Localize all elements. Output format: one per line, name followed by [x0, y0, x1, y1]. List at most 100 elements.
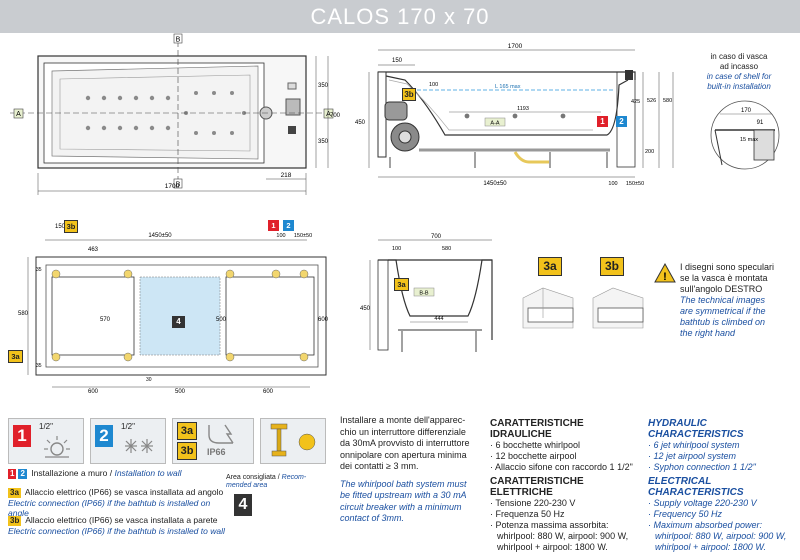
- icon-card-leg: [260, 418, 326, 464]
- builtin-detail-drawing: 170 91 15 max: [710, 100, 780, 170]
- badge-3a-section: 3a: [394, 278, 409, 291]
- warning-text: I disegni sono speculari se la vasca è m…: [680, 262, 795, 339]
- hydraulic-en-item-2: · 12 jet airpool system: [648, 451, 737, 461]
- builtin-it-1: in caso di vasca: [710, 52, 768, 61]
- builtin-dim-91: 91: [757, 120, 764, 126]
- safety-it-4: onnipolare con apertura minima: [340, 449, 467, 460]
- warning-en-4: the right hand: [680, 328, 736, 338]
- hydraulic-en-title: HYDRAULIC CHARACTERISTICS: [648, 418, 744, 440]
- top-marker-a-left: A: [16, 111, 21, 118]
- badge-2-frame: 2: [283, 220, 294, 231]
- half-inch-1: 1/2": [39, 422, 53, 431]
- aa-dim-526: 526: [647, 98, 656, 104]
- electric-it-title: CARATTERISTICHE ELETTRICHE: [490, 476, 584, 498]
- legend-row3-en: Electric connection (IP66) if the bathtu…: [8, 526, 225, 536]
- frame-dim-600: 600: [318, 317, 329, 323]
- legend-row1-it: Installazione a muro /: [31, 468, 113, 478]
- recommended-area-legend: Area consigliata / Recom- mended area 4: [226, 474, 326, 520]
- badge-3b-card: 3b: [177, 442, 197, 460]
- legend-row-wall-electric: 3b Allaccio elettrico (IP66) se vasca in…: [8, 515, 233, 536]
- badge-3a-card: 3a: [177, 422, 197, 440]
- hydraulic-en-item-3: · Syphon connection 1 1/2": [648, 462, 756, 472]
- aa-dim-450: 450: [355, 120, 366, 126]
- top-dim-350-a: 350: [318, 83, 329, 89]
- frame-bottom-600-right: 600: [263, 389, 274, 395]
- badge-1-section: 1: [597, 116, 608, 127]
- safety-text: Installare a monte dell'apparec- chio un…: [340, 415, 475, 525]
- frame-dim-100: 100: [276, 233, 285, 239]
- warning-en-3: bathtub is climbed on: [680, 317, 766, 327]
- adjustable-leg-icon: [270, 423, 316, 457]
- builtin-en-1: in case of shell for: [706, 72, 772, 81]
- snowflake-icon: [125, 439, 153, 453]
- half-inch-2: 1/2": [121, 422, 135, 431]
- warning-it-3: sull'angolo DESTRO: [680, 284, 763, 294]
- top-marker-b-bottom: B: [176, 182, 181, 189]
- top-marker-b: B: [176, 37, 181, 44]
- badge-2-card: 2: [95, 425, 113, 447]
- frame-dim-463: 463: [88, 247, 99, 253]
- aa-dim-425: 425: [631, 99, 640, 105]
- specs-italian: CARATTERISTICHE IDRAULICHE · 6 bocchette…: [490, 418, 640, 553]
- safety-it-1: Installare a monte dell'apparec-: [340, 415, 466, 425]
- legend-row1-en: Installation to wall: [114, 468, 182, 478]
- legend-chip-3b: 3b: [8, 516, 22, 526]
- aa-label: A-A: [490, 121, 500, 127]
- badge-2-section: 2: [616, 116, 627, 127]
- warning-en-1: The technical images: [680, 295, 766, 305]
- frame-dim-1450: 1450±50: [148, 233, 172, 239]
- frame-bottom-500: 500: [175, 389, 186, 395]
- hydraulic-it-title: CARATTERISTICHE IDRAULICHE: [490, 418, 584, 440]
- aa-dim-100: 100: [429, 82, 438, 88]
- frame-dim-35-top: 35: [36, 267, 42, 273]
- legend-chip-2: 2: [18, 469, 27, 479]
- hydraulic-en-item-1: · 6 jet whirlpool system: [648, 440, 740, 450]
- aa-dim-1700: 1700: [508, 43, 523, 50]
- section-bb-drawing: 700 100 580 B-B 444 450: [360, 234, 493, 352]
- bb-dim-444: 444: [434, 316, 443, 322]
- builtin-en-2: built-in installation: [707, 82, 771, 91]
- electric-en-item-5: whirlpool + airpool: 1800 W.: [655, 542, 766, 552]
- top-dim-700: 700: [330, 113, 340, 119]
- builtin-it-2: ad incasso: [719, 62, 759, 71]
- icon-card-electric: 3a 3b IP66: [172, 418, 254, 464]
- frame-dim-570: 570: [100, 317, 111, 323]
- top-dim-350-b: 350: [318, 139, 329, 145]
- electric-en-item-4: whirlpool: 880 W, airpool: 900 W,: [655, 531, 787, 541]
- hydraulic-it-item-1: · 6 bocchette whirlpool: [490, 440, 581, 450]
- builtin-dim-170: 170: [741, 108, 752, 114]
- badge-3a-frame: 3a: [8, 350, 23, 363]
- badge-3b-install: 3b: [600, 257, 624, 276]
- electric-it-item-3: · Potenza massima assorbita:: [490, 520, 609, 530]
- frame-dim-30: 30: [146, 377, 152, 383]
- aa-dim-1193: 1193: [517, 106, 529, 112]
- aa-dim-1450: 1450±50: [483, 181, 507, 187]
- warning-it-1: I disegni sono speculari: [680, 262, 775, 272]
- badge-1-card: 1: [13, 425, 31, 447]
- safety-en-3: circuit breaker with a minimum: [340, 501, 462, 512]
- bb-dim-700: 700: [431, 234, 442, 240]
- aa-dim-bottom-100: 100: [608, 181, 617, 187]
- legend-row3-it: Allaccio elettrico (IP66) se vasca insta…: [25, 515, 218, 525]
- electric-it-item-5: whirlpool + airpool: 1800 W.: [497, 542, 608, 552]
- aa-water-level: L 165 max: [495, 84, 521, 90]
- page-title: CALOS 170 x 70: [310, 4, 490, 29]
- badge-1-frame: 1: [268, 220, 279, 231]
- sun-icon: [44, 436, 70, 458]
- hydraulic-it-item-2: · 12 bocchette airpool: [490, 451, 577, 461]
- top-view-drawing: B B A A 1700 218 350 350 700: [10, 33, 340, 195]
- safety-it-3: da 30mA provvisto di interruttore: [340, 438, 470, 448]
- bb-label: B-B: [419, 291, 429, 297]
- legend-chip-1: 1: [8, 469, 17, 479]
- badge-4-frame: 4: [172, 316, 185, 328]
- area-en-2: mended area: [226, 482, 268, 489]
- badge-3b-section: 3b: [402, 88, 416, 101]
- area-it: Area consigliata /: [226, 474, 280, 481]
- electric-en-item-2: · Frequency 50 Hz: [648, 509, 723, 519]
- specs-english: HYDRAULIC CHARACTERISTICS · 6 jet whirlp…: [648, 418, 798, 553]
- warning-en-2: are symmetrical if the: [680, 306, 766, 316]
- frame-dim-500: 500: [216, 317, 227, 323]
- badge-3b-frame: 3b: [64, 220, 78, 233]
- badge-4-legend: 4: [234, 494, 252, 516]
